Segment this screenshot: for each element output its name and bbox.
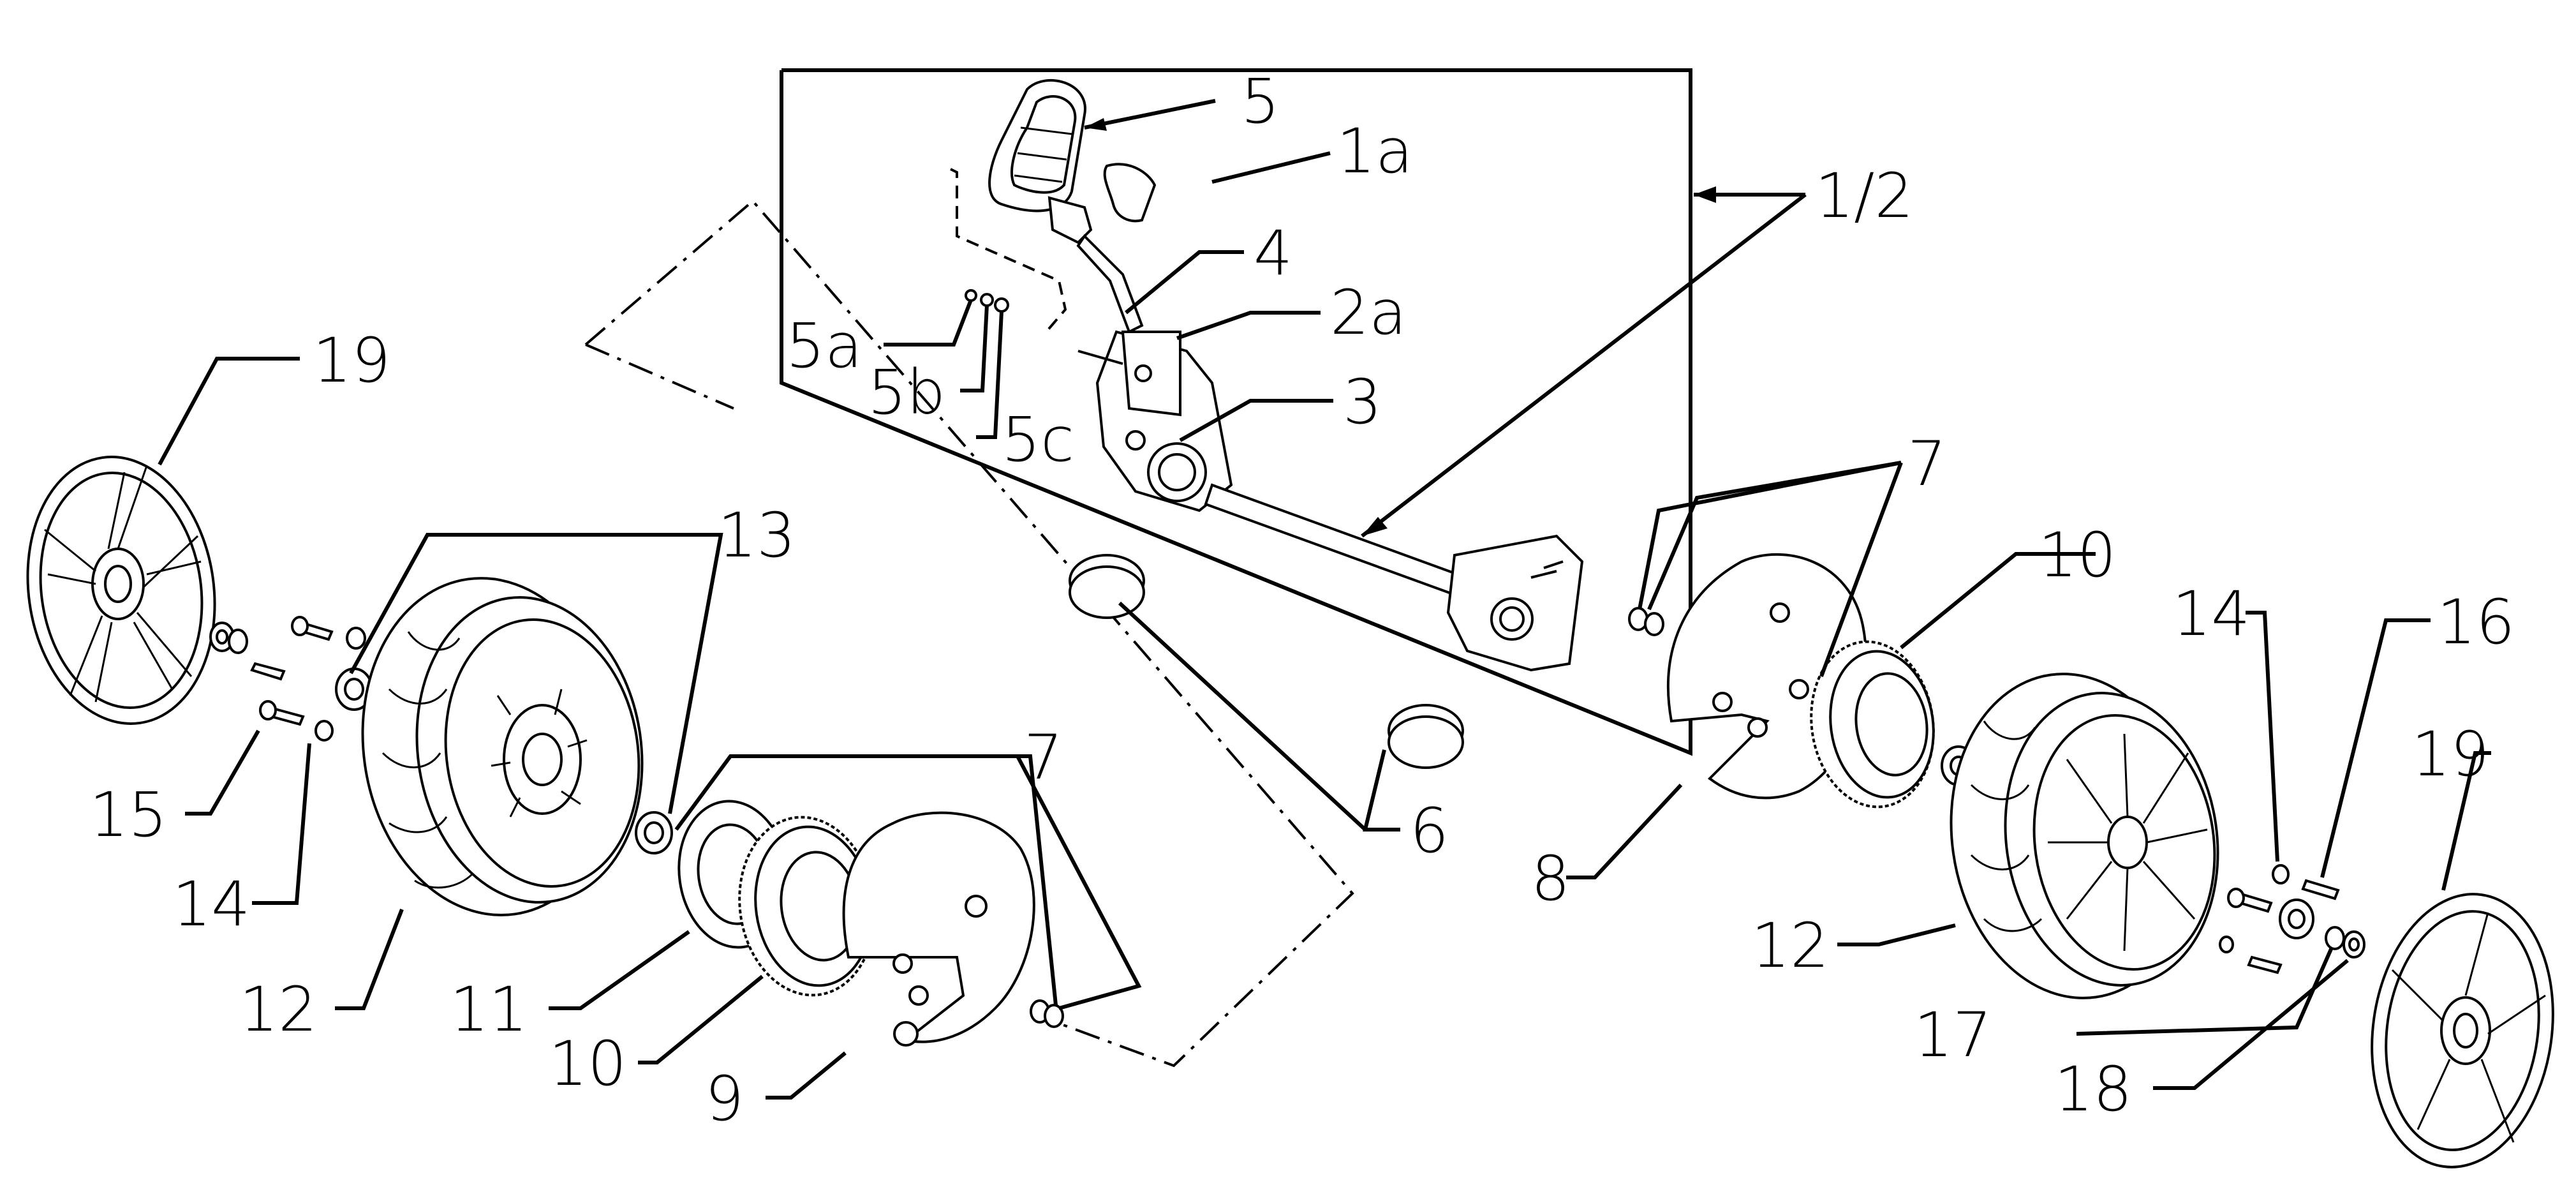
label-19-right: 19 (2411, 719, 2489, 790)
label-15: 15 (89, 779, 167, 851)
label-14-left: 14 (172, 869, 250, 940)
bolt-icon (250, 616, 334, 726)
label-10-left: 10 (549, 1028, 626, 1100)
right-fasteners-icon (2219, 864, 2365, 974)
part-labels: 5 1a 1/2 4 2a 3 5a 5b 5c 19 13 15 14 12 … (89, 66, 2515, 1135)
pin-set-icon (965, 289, 1009, 313)
small-dashed-box (950, 168, 1067, 333)
label-13: 13 (718, 500, 796, 571)
right-hubcap-icon (2371, 893, 2554, 1168)
label-1a: 1a (1336, 116, 1413, 187)
label-5b: 5b (868, 357, 945, 428)
label-19-left: 19 (313, 325, 390, 396)
label-7-left: 7 (1024, 722, 1063, 793)
label-5: 5 (1241, 66, 1280, 137)
label-2a: 2a (1330, 277, 1407, 348)
label-5a: 5a (786, 310, 862, 382)
label-1-2: 1/2 (1815, 160, 1914, 232)
label-16: 16 (2437, 586, 2515, 658)
washer-icon (209, 622, 366, 742)
label-12-left: 12 (239, 974, 317, 1045)
handle-lever-icon (988, 78, 1157, 334)
label-8: 8 (1531, 843, 1570, 914)
label-4: 4 (1254, 218, 1292, 289)
washer-pair-left-icon (1030, 999, 1064, 1028)
label-6: 6 (1410, 795, 1449, 867)
left-assembly-dash-frame (584, 199, 1354, 1068)
label-11: 11 (450, 974, 528, 1045)
wheel-icon (361, 577, 644, 916)
right-gear-icon (1810, 640, 1935, 809)
label-14-right: 14 (2172, 578, 2250, 650)
label-9: 9 (705, 1063, 744, 1135)
label-5c: 5c (1002, 404, 1074, 475)
label-18: 18 (2054, 1054, 2132, 1125)
hubcap-icon (26, 456, 216, 725)
label-12-right: 12 (1751, 910, 1829, 981)
bushing-icon (1069, 554, 1464, 769)
cover-plate-icon (842, 811, 1035, 1047)
height-adjuster-frame (780, 68, 1692, 756)
label-7-right: 7 (1907, 428, 1946, 500)
right-wheel-icon (1950, 673, 2219, 999)
label-10-right: 10 (2038, 519, 2116, 591)
axle-icon (1204, 483, 1584, 672)
label-3: 3 (1343, 366, 1382, 438)
bracket-icon (1077, 330, 1233, 512)
leader-lines (158, 99, 2491, 1100)
washer-pair-right-icon (1628, 607, 1664, 636)
label-17: 17 (1914, 999, 1992, 1071)
